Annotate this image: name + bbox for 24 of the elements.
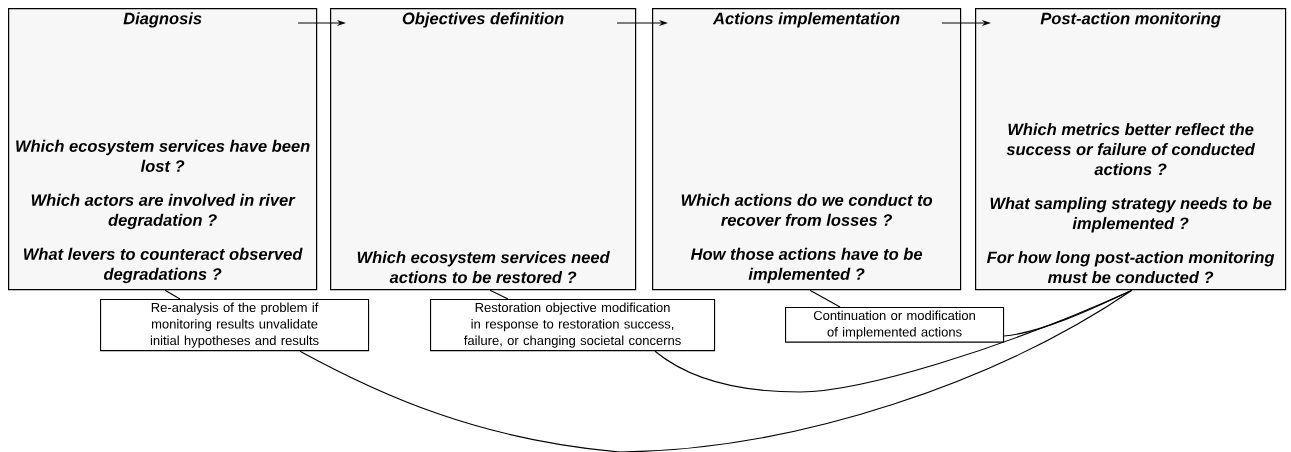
connector-line	[299, 289, 1133, 452]
stage-box	[330, 8, 637, 291]
stage-heading: Objectives definition	[402, 12, 564, 28]
stage-heading: Actions implementation	[712, 12, 900, 28]
connector-line	[164, 289, 181, 300]
question-text: How those actions have to be implemented ?	[690, 247, 923, 284]
question-text: Which actions do we conduct to recover from losses ?	[681, 193, 933, 226]
stage-box	[652, 8, 962, 291]
connector-line	[489, 289, 509, 300]
stage-box	[975, 8, 1287, 291]
question-text: Which ecosystem services need actions to be restored ?	[357, 251, 610, 284]
question-text: Which ecosystem services have been lost ?	[16, 139, 310, 172]
question-text: Which actors are involved in river degradation ?	[31, 193, 296, 230]
stage-heading: Diagnosis	[123, 12, 202, 28]
note-box: Continuation or modification of implemented actions	[785, 307, 1005, 343]
question-text: For how long post-action monitoring must be conducted ?	[987, 251, 1275, 284]
stage-heading: Post-action monitoring	[1040, 12, 1221, 28]
note-box: Re-analysis of the problem if monitoring results unvalidate initial hypotheses and results	[100, 299, 370, 352]
connector-line	[809, 289, 841, 308]
note-box: Restoration objective modification in response to restoration success, failure, or changing societal concerns	[430, 299, 716, 352]
stage-box	[8, 8, 318, 291]
question-text: What levers to counteract observed degradations ?	[24, 247, 303, 284]
question-text: What sampling strategy needs to be implemented ?	[990, 197, 1272, 233]
question-text: Which metrics better reflect the success or failure of conducted actions ?	[1006, 123, 1256, 176]
